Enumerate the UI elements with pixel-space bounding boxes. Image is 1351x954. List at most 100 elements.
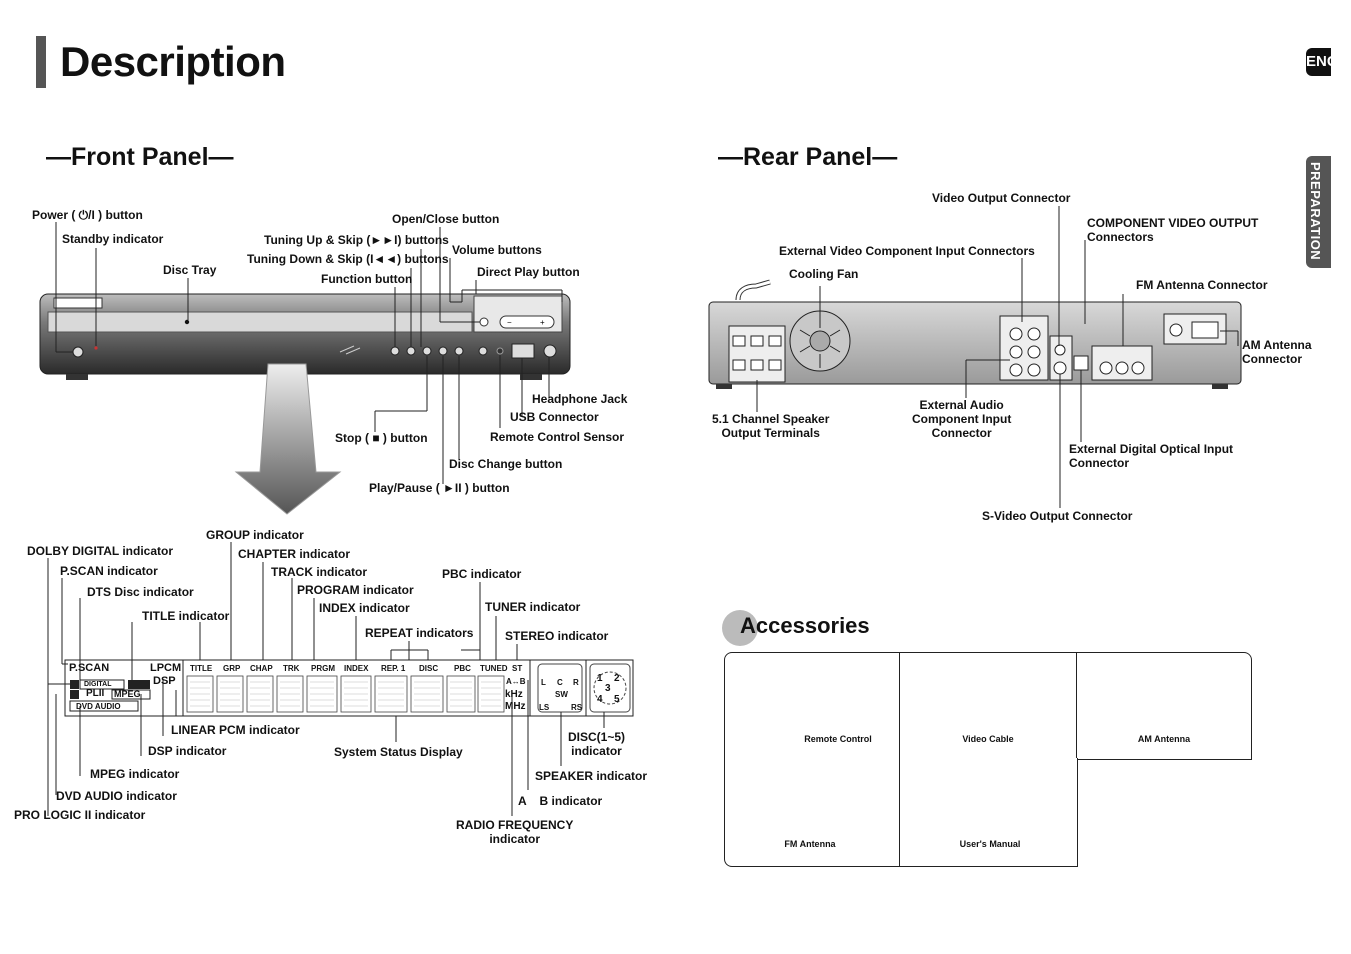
display-seg-prgm: PRGM [311, 664, 335, 673]
label-ext-audio: External Audio Component Input Connector [912, 398, 1012, 440]
display-pscan: P.SCAN [69, 662, 110, 674]
label-svideo-output: S-Video Output Connector [982, 509, 1133, 523]
display-spk-sw: SW [555, 690, 568, 699]
label-index-indicator: INDEX indicator [319, 601, 410, 615]
label-play-pause-button: Play/Pause ( ►II ) button [369, 481, 510, 495]
display-disc-1: 1 [597, 673, 603, 684]
accessories-row-1 [724, 652, 1252, 760]
label-function-button: Function button [321, 272, 413, 286]
label-dolby-digital-indicator: DOLBY DIGITAL indicator [27, 544, 174, 558]
display-spk-l: L [541, 678, 546, 687]
display-seg-disc: DISC [419, 664, 439, 673]
label-fm-antenna-connector: FM Antenna Connector [1136, 278, 1268, 292]
accessories-divider [1076, 652, 1077, 758]
label-usb-connector: USB Connector [510, 410, 599, 424]
accessory-fm-antenna: FM Antenna [784, 839, 836, 849]
display-seg-tuned: TUNED [480, 664, 508, 673]
front-panel-device: − + [39, 293, 571, 380]
display-st: ST [512, 664, 523, 673]
display-mpeg: MPEG [114, 689, 141, 699]
label-pro-logic-indicator: PRO LOGIC II indicator [14, 808, 146, 822]
label-chapter-indicator: CHAPTER indicator [238, 547, 351, 561]
label-disc-indicator: DISC(1~5) indicator [568, 730, 626, 758]
front-buttons [390, 346, 488, 356]
label-remote-control-sensor: Remote Control Sensor [490, 430, 625, 444]
display-khz: kHz [505, 689, 523, 700]
display-mhz: MHz [505, 701, 526, 712]
accessories-divider [899, 652, 900, 866]
display-seg-trk: TRK [283, 664, 300, 673]
title-accent-bar [36, 36, 46, 88]
accessory-remote-control: Remote Control [804, 734, 872, 744]
label-cooling-fan: Cooling Fan [789, 267, 859, 281]
disc-tray [47, 311, 473, 333]
label-stereo-indicator: STEREO indicator [505, 629, 609, 643]
headphone-jack [543, 344, 557, 358]
label-dts-indicator: DTS Disc indicator [87, 585, 194, 599]
label-mpeg-indicator: MPEG indicator [90, 767, 180, 781]
display-spk-ls: LS [539, 703, 550, 712]
accessories-bullet [722, 610, 758, 646]
label-program-indicator: PROGRAM indicator [297, 583, 414, 597]
label-radio-frequency-indicator: RADIO FREQUENCY indicator [456, 818, 574, 846]
accessory-am-antenna: AM Antenna [1137, 734, 1191, 744]
display-disc-5: 5 [614, 694, 620, 705]
display-ab: A↔B [506, 677, 526, 686]
label-dvd-audio-indicator: DVD AUDIO indicator [56, 789, 177, 803]
svg-text:−: − [507, 318, 512, 327]
label-track-indicator: TRACK indicator [271, 565, 367, 579]
language-tab: ENG [1306, 48, 1331, 76]
display-lpcm: LPCM [150, 662, 182, 674]
label-group-indicator: GROUP indicator [206, 528, 304, 542]
open-close-button [479, 317, 489, 327]
label-pscan-indicator: P.SCAN indicator [60, 564, 158, 578]
label-ext-optical: External Digital Optical Input Connector [1069, 442, 1234, 470]
label-stop-button: Stop ( ■ ) button [335, 431, 428, 445]
display-dvd-audio: DVD AUDIO [76, 702, 121, 711]
display-spk-r: R [573, 678, 579, 687]
display-disc-3: 3 [605, 683, 611, 694]
page-title: Description [60, 38, 286, 85]
display-digital: DIGITAL [84, 681, 112, 688]
label-system-status-display: System Status Display [334, 745, 463, 759]
label-pbc-indicator: PBC indicator [442, 567, 522, 581]
label-tuning-up: Tuning Up & Skip (►►I) buttons [264, 233, 449, 247]
display-seg-chap: CHAP [250, 664, 273, 673]
svg-text:+: + [540, 318, 545, 327]
usb-port [511, 343, 535, 359]
display-seg-grp: GRP [223, 664, 241, 673]
display-plii: PLII [86, 688, 105, 699]
label-ab-indicator: A B indicator [518, 794, 603, 808]
label-speaker-indicator: SPEAKER indicator [535, 769, 648, 783]
down-arrow [234, 363, 342, 515]
label-disc-change-button: Disc Change button [449, 457, 563, 471]
display-disc-2: 2 [614, 673, 620, 684]
label-linear-pcm-indicator: LINEAR PCM indicator [171, 723, 300, 737]
label-volume-buttons: Volume buttons [452, 243, 542, 257]
label-standby-indicator: Standby indicator [62, 232, 164, 246]
label-am-antenna-connector: AM Antenna Connector [1242, 338, 1312, 366]
label-open-close-button: Open/Close button [392, 212, 500, 226]
label-disc-tray: Disc Tray [163, 263, 217, 277]
display-spk-rs: RS [571, 703, 583, 712]
rear-panel-device [708, 279, 1242, 389]
label-component-video-output: COMPONENT VIDEO OUTPUT Connectors [1087, 216, 1259, 244]
display-panel-drawing [64, 659, 634, 717]
accessories-row-2 [724, 758, 1078, 867]
display-seg-title: TITLE [190, 664, 213, 673]
display-seg-rep: REP. 1 [381, 664, 406, 673]
label-headphone-jack: Headphone Jack [532, 392, 628, 406]
label-ext-video-component: External Video Component Input Connector… [779, 244, 1035, 258]
display-disc-4: 4 [597, 694, 603, 705]
label-title-indicator: TITLE indicator [142, 609, 230, 623]
label-power-button: Power ( ⏻/I ) button [32, 208, 143, 222]
display-seg-index: INDEX [344, 664, 369, 673]
rear-panel-title: —Rear Panel— [718, 143, 898, 171]
accessory-users-manual: User's Manual [959, 839, 1021, 849]
front-panel-title: —Front Panel— [46, 143, 234, 171]
section-tab: PREPARATION [1306, 156, 1331, 268]
display-spk-c: C [557, 678, 563, 687]
display-seg-pbc: PBC [454, 664, 471, 673]
accessories-title: Accessories [740, 613, 870, 638]
